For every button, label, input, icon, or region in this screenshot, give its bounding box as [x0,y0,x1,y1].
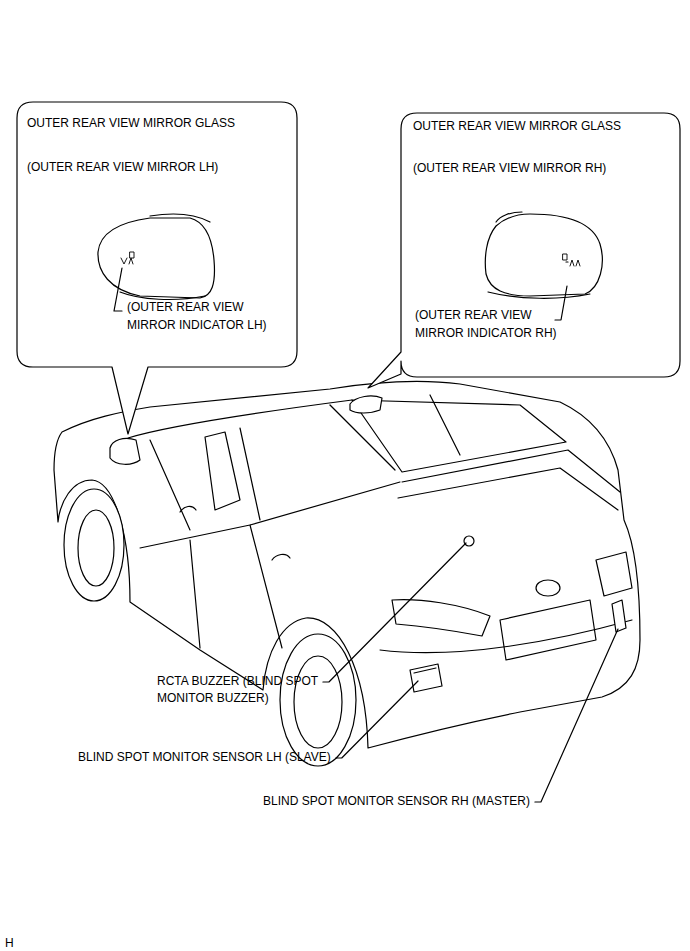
leader-lines [114,268,618,802]
part-label: BLIND SPOT MONITOR SENSOR LH (SLAVE) [78,750,331,764]
leader-line [535,629,618,802]
part-label-box: BLIND SPOT MONITOR SENSOR RH (MASTER) [263,793,530,810]
sedan-drawing [54,381,640,766]
indicator-label: (OUTER REAR VIEW MIRROR INDICATOR LH) [127,298,285,334]
callout-outline [17,102,297,434]
callout-box: OUTER REAR VIEW MIRROR GLASS (OUTER REAR … [17,102,297,367]
callout-text: OUTER REAR VIEW MIRROR GLASS [413,117,621,135]
part-label: BLIND SPOT MONITOR SENSOR RH (MASTER) [263,794,530,808]
indicator-label: (OUTER REAR VIEW MIRROR INDICATOR RH) [415,306,573,342]
callout-outline [368,113,680,388]
part-label: RCTA BUZZER (BLIND SPOT MONITOR BUZZER) [157,674,318,705]
part-label-box: BLIND SPOT MONITOR SENSOR LH (SLAVE) [78,749,331,766]
mirror-glass-drawing [98,212,602,299]
callout-box: OUTER REAR VIEW MIRROR GLASS (OUTER REAR … [401,113,680,377]
part-label-box: H [5,935,14,951]
leader-line [336,681,418,758]
part-label-box: RCTA BUZZER (BLIND SPOT MONITOR BUZZER) [157,673,342,707]
leader-line [323,543,466,682]
callout-text: (OUTER REAR VIEW MIRROR RH) [413,159,606,177]
part-label: H [5,936,14,950]
callout-text: (OUTER REAR VIEW MIRROR LH) [27,158,218,176]
callout-text: OUTER REAR VIEW MIRROR GLASS [27,114,235,132]
